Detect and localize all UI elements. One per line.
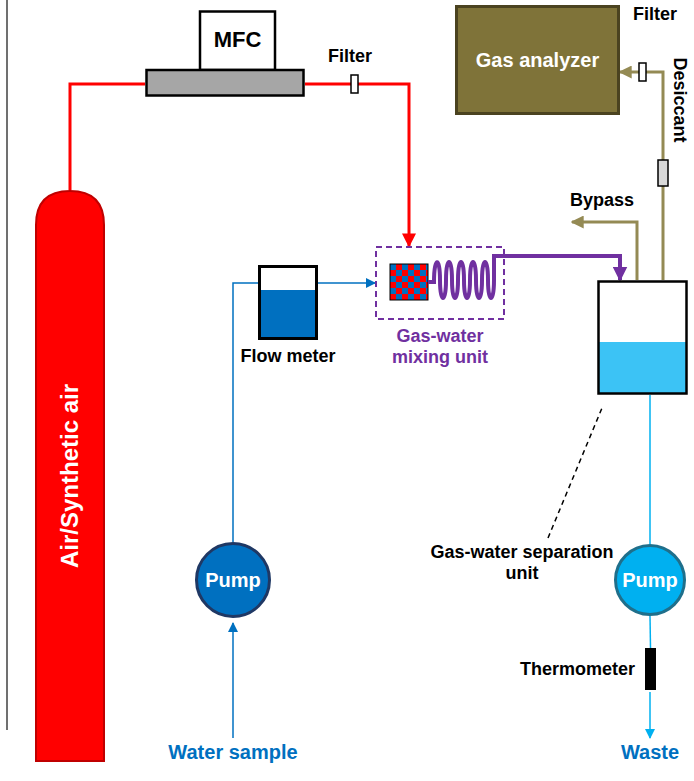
node-label: MFC <box>214 27 262 52</box>
node-outline <box>258 265 318 340</box>
gas-analyzer-box: Gas analyzer <box>455 5 620 115</box>
bypass-line <box>572 222 637 280</box>
node-label: Pump <box>205 569 261 592</box>
node-outline <box>597 280 688 395</box>
mixing-unit-box: Gas-water mixing unit <box>375 246 505 320</box>
flow-connector <box>620 72 663 280</box>
flow-connector <box>649 395 651 544</box>
desiccant-label: Desiccant <box>670 57 691 142</box>
flow-connector <box>233 283 258 542</box>
node-label: Gas-water mixing unit <box>370 326 510 367</box>
filter-label: Filter <box>328 46 372 67</box>
inlet-label: Water sample <box>168 741 297 764</box>
mass-flow-controller: MFC <box>145 10 305 97</box>
gas-cylinder: Air/Synthetic air <box>35 190 105 762</box>
flow-connector <box>318 282 375 284</box>
mixing-coil <box>428 256 505 298</box>
filter-symbol <box>639 63 646 81</box>
node-label: Gas analyzer <box>476 49 599 72</box>
pump-circle: Pump <box>195 542 271 618</box>
node-outline <box>645 648 656 690</box>
flow-connector <box>305 84 409 246</box>
separation-vessel: Gas-water separation unit <box>597 280 688 395</box>
node-label: Flow meter <box>240 346 335 367</box>
pump-circle: Pump <box>614 544 686 616</box>
flow-connector <box>505 256 620 280</box>
waste-line <box>649 692 651 738</box>
desiccant-tube <box>658 160 668 186</box>
flow-meter: Flow meter <box>258 265 318 340</box>
node-outline <box>145 10 305 97</box>
filter-label: Filter <box>633 4 677 25</box>
node-label: Gas-water separation unit <box>427 542 617 583</box>
node-label: Air/Synthetic air <box>56 384 84 568</box>
outlet-label: Waste <box>621 741 679 764</box>
node-label: Thermometer <box>520 659 635 680</box>
flow-connector <box>70 84 145 190</box>
mixer-block <box>390 264 428 300</box>
node-label: Pump <box>622 569 678 592</box>
thermometer: Thermometer <box>645 648 656 690</box>
node-outline <box>375 246 505 320</box>
leader-line <box>548 408 602 538</box>
flow-connector <box>649 616 651 648</box>
border-line <box>6 0 8 730</box>
inlet-line <box>232 623 234 738</box>
filter-symbol <box>351 75 358 93</box>
bypass-label: Bypass <box>570 190 634 211</box>
